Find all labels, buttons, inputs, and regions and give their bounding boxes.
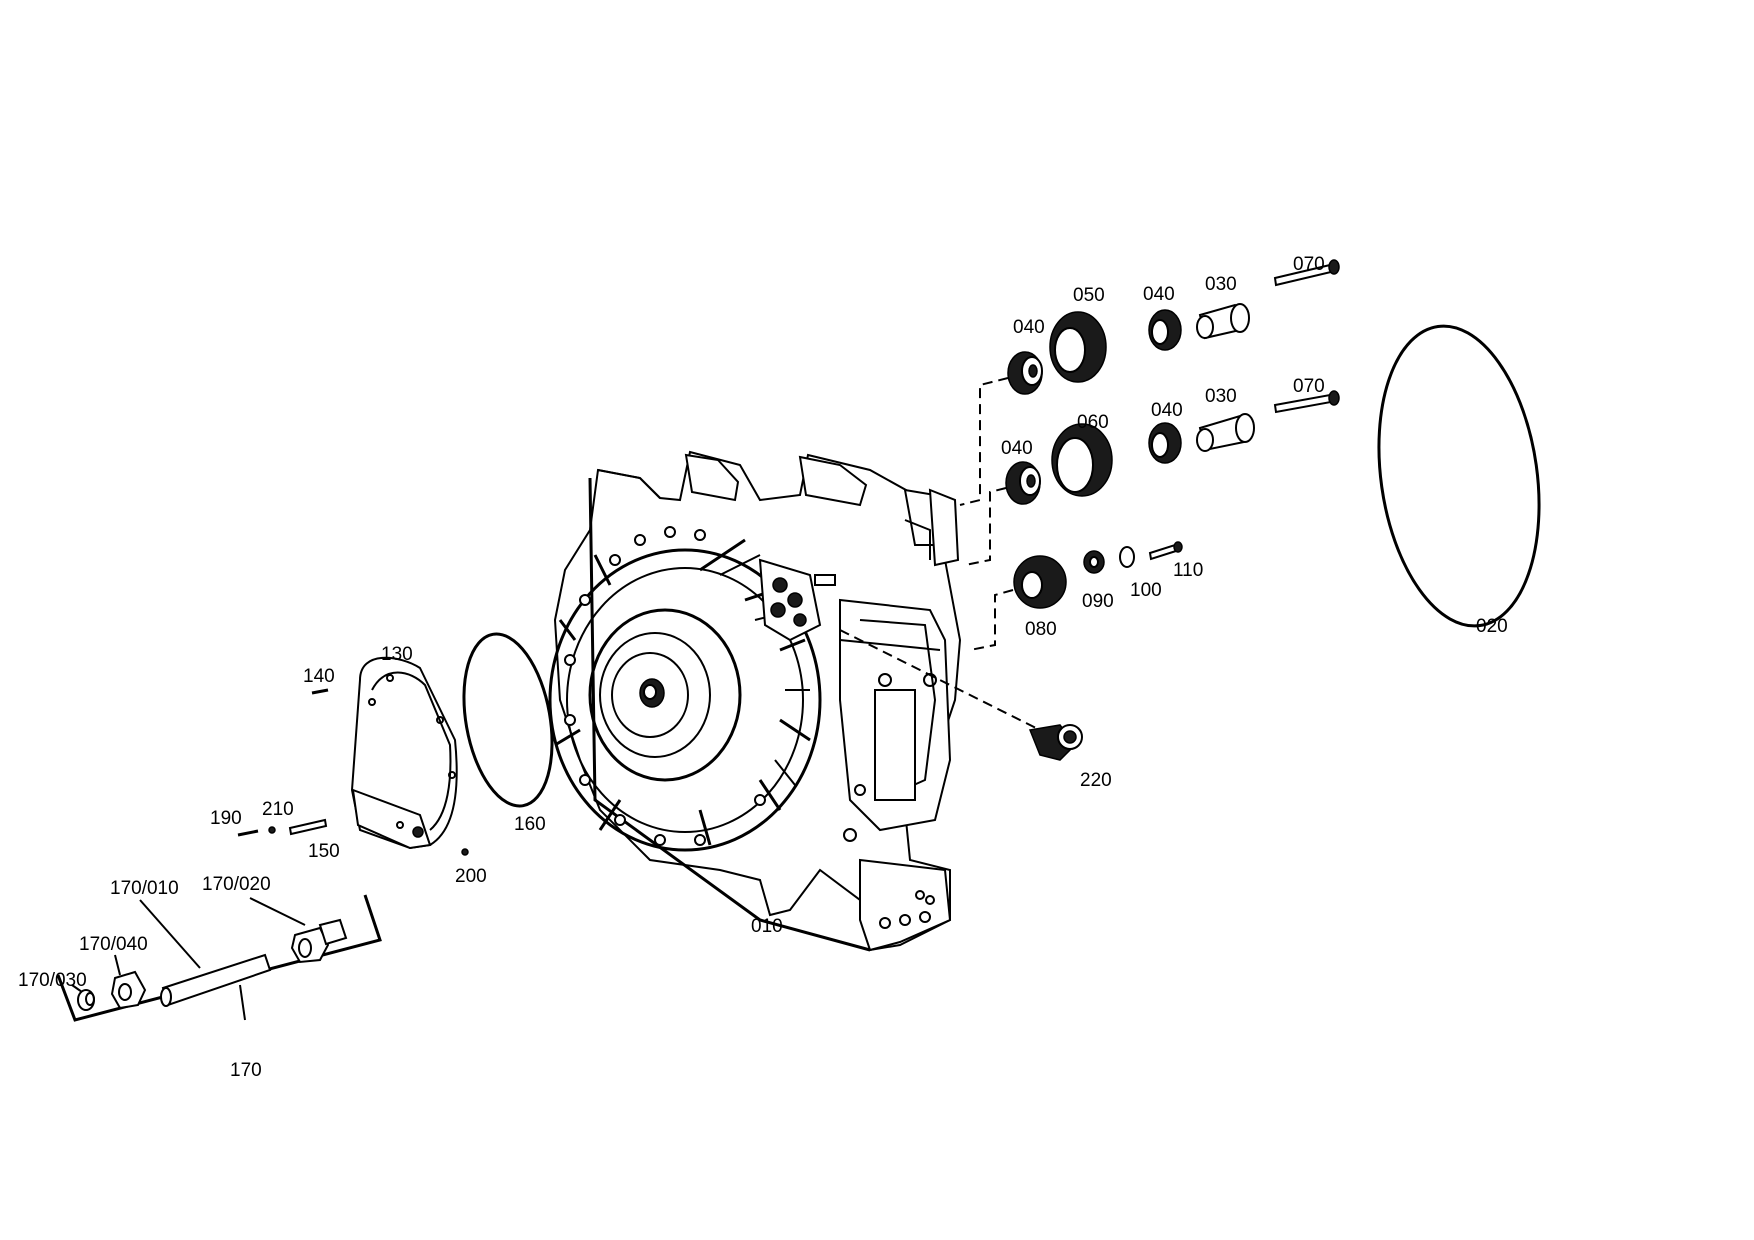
label-040-middle-left[interactable]: 040	[1001, 438, 1033, 459]
ring-170-030[interactable]	[77, 989, 95, 1011]
washer-210[interactable]	[268, 826, 276, 834]
label-110[interactable]: 110	[1173, 560, 1203, 581]
tube-170-010[interactable]	[160, 953, 272, 1007]
gear-060[interactable]	[1051, 423, 1113, 497]
label-010[interactable]: 010	[751, 916, 783, 937]
bolt-110[interactable]	[1148, 541, 1183, 561]
assembly-line-220	[839, 629, 1041, 731]
screw-190[interactable]	[237, 829, 259, 837]
assembly-line-upper	[959, 377, 1009, 506]
label-020[interactable]: 020	[1476, 616, 1508, 637]
label-170[interactable]: 170	[230, 1060, 262, 1081]
bolt-070-upper[interactable]	[1273, 259, 1340, 287]
leader-170-020	[249, 897, 306, 926]
cover-130[interactable]	[350, 656, 458, 850]
label-040-middle-right[interactable]: 040	[1151, 400, 1183, 421]
label-070-lower[interactable]: 070	[1293, 376, 1325, 397]
leader-170-040	[114, 954, 121, 976]
gear-080[interactable]	[1013, 555, 1067, 609]
label-040-upper-left[interactable]: 040	[1013, 317, 1045, 338]
label-190[interactable]: 190	[210, 808, 242, 829]
label-170-010[interactable]: 170/010	[110, 878, 179, 899]
assembly-line-lower	[969, 589, 1014, 651]
gear-050[interactable]	[1049, 311, 1107, 383]
label-040-upper-right[interactable]: 040	[1143, 284, 1175, 305]
label-030-lower[interactable]: 030	[1205, 386, 1237, 407]
fitting-220[interactable]	[1028, 724, 1083, 761]
label-130[interactable]: 130	[381, 644, 413, 665]
label-160[interactable]: 160	[514, 814, 546, 835]
label-200[interactable]: 200	[455, 866, 487, 887]
label-100[interactable]: 100	[1130, 580, 1162, 601]
label-050[interactable]: 050	[1073, 285, 1105, 306]
housing-010[interactable]	[548, 450, 962, 952]
bearing-040-middle-left[interactable]	[1005, 461, 1041, 505]
leader-170-010	[139, 899, 201, 969]
label-140[interactable]: 140	[303, 666, 335, 687]
plug-200[interactable]	[461, 848, 469, 856]
leader-170-030	[71, 984, 83, 993]
shaft-030-lower[interactable]	[1196, 413, 1255, 452]
fitting-170-020[interactable]	[290, 918, 348, 964]
screw-140[interactable]	[311, 688, 329, 695]
label-170-030[interactable]: 170/030	[18, 970, 87, 991]
ring-100[interactable]	[1119, 546, 1135, 568]
nut-170-040[interactable]	[110, 970, 147, 1010]
bolt-070-lower[interactable]	[1273, 390, 1340, 414]
label-060[interactable]: 060	[1077, 412, 1109, 433]
bearing-040-upper-left[interactable]	[1007, 351, 1043, 395]
shaft-030-upper[interactable]	[1196, 303, 1250, 340]
o-ring-020[interactable]	[1361, 316, 1558, 637]
label-170-040[interactable]: 170/040	[79, 934, 148, 955]
bolt-150[interactable]	[288, 818, 328, 836]
pipe-assembly-170[interactable]	[56, 894, 382, 1022]
label-090[interactable]: 090	[1082, 591, 1114, 612]
bearing-040-middle-right[interactable]	[1148, 422, 1182, 464]
label-030-upper[interactable]: 030	[1205, 274, 1237, 295]
washer-090[interactable]	[1083, 550, 1105, 574]
label-080[interactable]: 080	[1025, 619, 1057, 640]
bearing-040-upper-right[interactable]	[1148, 309, 1182, 351]
label-220[interactable]: 220	[1080, 770, 1112, 791]
label-070-upper[interactable]: 070	[1293, 254, 1325, 275]
o-ring-160[interactable]	[452, 627, 565, 813]
label-210[interactable]: 210	[262, 799, 294, 820]
label-150[interactable]: 150	[308, 841, 340, 862]
label-170-020[interactable]: 170/020	[202, 874, 271, 895]
assembly-line-middle	[964, 487, 1007, 566]
